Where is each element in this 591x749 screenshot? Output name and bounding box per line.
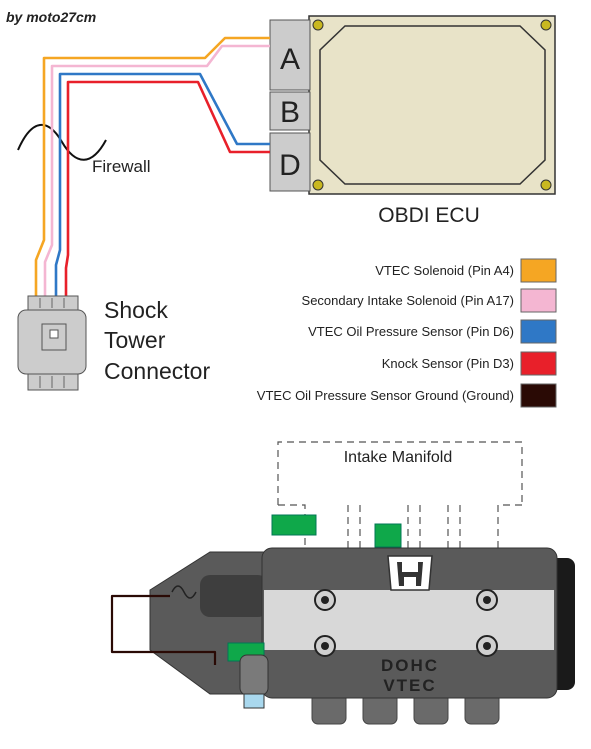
ecu-connector-b-label: B xyxy=(280,96,300,129)
wire-secondary-intake xyxy=(43,44,270,298)
engine-bolt-center xyxy=(321,642,329,650)
intake-manifold-label: Intake Manifold xyxy=(344,449,453,466)
engine-bolt-center xyxy=(483,596,491,604)
engine-cover-band xyxy=(264,590,554,650)
connector-latch-slot xyxy=(49,329,59,339)
legend-label: Knock Sensor (Pin D3) xyxy=(382,356,514,371)
intake-manifold: Intake Manifold xyxy=(277,441,523,548)
shock-tower-connector xyxy=(17,295,87,391)
vtec-solenoid-tip xyxy=(243,693,265,709)
wire-oil-pressure-sensor xyxy=(54,72,270,298)
ecu-bolt-icon xyxy=(540,179,552,191)
shock-tower-label-line3: Connector xyxy=(104,358,210,384)
ecu-bolt-icon xyxy=(312,19,324,31)
wires xyxy=(34,36,270,298)
intake-manifold-outline xyxy=(277,441,523,505)
ecu-body xyxy=(308,15,556,195)
wire-vtec-solenoid xyxy=(34,36,270,298)
intake-runner xyxy=(278,504,306,548)
legend-label: Secondary Intake Solenoid (Pin A17) xyxy=(302,293,514,308)
ground-symbol-icon xyxy=(171,585,197,599)
legend-label: VTEC Oil Pressure Sensor (Pin D6) xyxy=(308,324,514,339)
engine-badge-line1: DOHC xyxy=(381,656,439,675)
ecu: A B D OBDI ECU xyxy=(269,15,556,227)
ecu-bolt-icon xyxy=(312,179,324,191)
legend-swatch xyxy=(520,288,557,313)
legend-label: VTEC Solenoid (Pin A4) xyxy=(375,263,514,278)
engine-bolt-center xyxy=(483,642,491,650)
vtec-solenoid-body xyxy=(239,654,269,696)
watermark: by moto27cm xyxy=(6,9,96,25)
intake-runner xyxy=(497,504,522,548)
knock-sensor xyxy=(374,523,402,548)
ecu-connector-d xyxy=(269,132,311,192)
firewall-line xyxy=(17,123,107,161)
engine-housing-cover xyxy=(200,575,268,617)
ecu-panel-outline xyxy=(319,25,546,185)
engine-badge-line2: VTEC xyxy=(383,676,436,695)
ecu-bolt-icon xyxy=(540,19,552,31)
legend-swatch xyxy=(520,258,557,283)
engine-bolt-center xyxy=(321,596,329,604)
wire-knock-sensor xyxy=(64,80,270,298)
ecu-connector-b xyxy=(269,91,311,131)
ecu-connector-a-label: A xyxy=(280,43,300,76)
ecu-connector-d-label: D xyxy=(279,149,301,182)
shock-tower-label-line1: Shock xyxy=(104,297,168,323)
connector-bottom xyxy=(27,373,79,391)
legend: VTEC Solenoid (Pin A4) Secondary Intake … xyxy=(257,258,557,408)
ecu-connector-a xyxy=(269,19,311,91)
ecu-title: OBDI ECU xyxy=(378,204,480,227)
wire-oil-pressure-ground xyxy=(110,594,217,665)
legend-swatch xyxy=(520,383,557,408)
honda-logo-icon xyxy=(387,555,433,591)
legend-label: VTEC Oil Pressure Sensor Ground (Ground) xyxy=(257,388,514,403)
shock-tower-label-line2: Tower xyxy=(104,327,166,353)
connector-top xyxy=(27,295,79,311)
secondary-intake-solenoid-sensor xyxy=(271,514,317,536)
legend-swatch xyxy=(520,319,557,344)
legend-swatch xyxy=(520,351,557,376)
firewall-label: Firewall xyxy=(92,157,151,176)
engine: DOHC VTEC xyxy=(149,547,575,725)
